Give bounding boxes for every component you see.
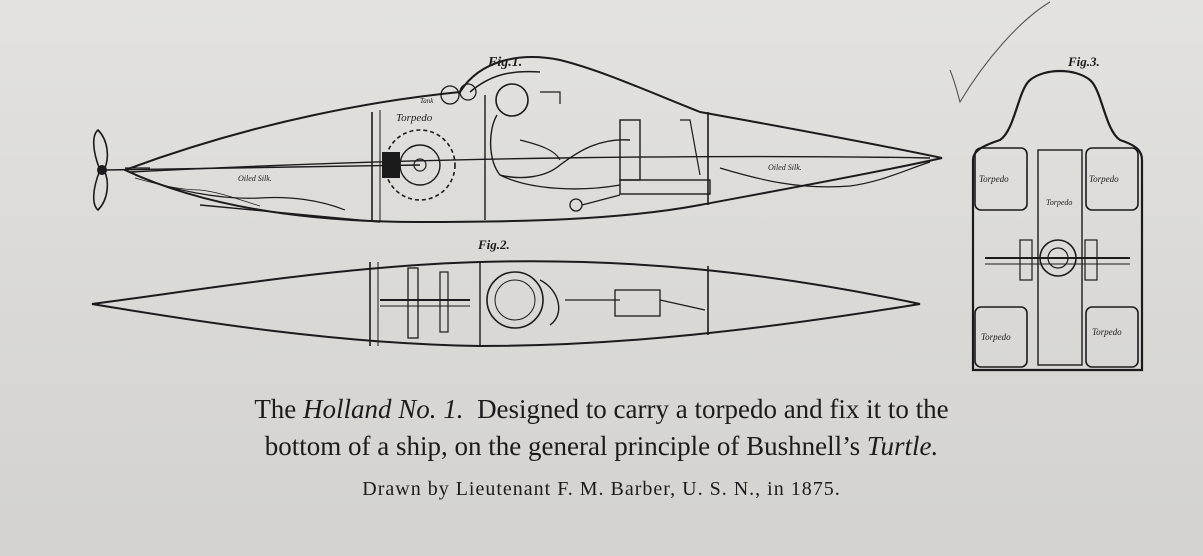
compartment-label: Torpedo xyxy=(1046,198,1072,207)
caption-line-1: The Holland No. 1. Designed to carry a t… xyxy=(254,394,949,424)
fig2-plan-view xyxy=(91,260,921,348)
fig2-label: Fig.2. xyxy=(477,237,510,252)
caption-credit: Drawn by Lieutenant F. M. Barber, U. S. … xyxy=(362,478,841,500)
oiled-silk-label-aft: Oiled Silk. xyxy=(768,163,802,172)
pencil-mark xyxy=(949,1,1051,104)
compartment-label: Torpedo xyxy=(981,332,1011,342)
caption-line-2: bottom of a ship, on the general princip… xyxy=(264,431,939,461)
compartment-label: Torpedo xyxy=(1092,327,1122,337)
oiled-silk-label-fwd: Oiled Silk. xyxy=(238,174,272,183)
fig1-side-view xyxy=(92,56,943,224)
turtle-name: Turtle. xyxy=(866,431,939,461)
tank-label: Tank xyxy=(420,97,434,105)
compartment-label: Torpedo xyxy=(1089,174,1119,184)
torpedo-label: Torpedo xyxy=(396,112,433,124)
fig1-label: Fig.1. xyxy=(487,55,522,70)
vessel-name: Holland No. 1. xyxy=(303,394,464,424)
fig3-cross-section xyxy=(971,70,1144,372)
fig3-label: Fig.3. xyxy=(1067,54,1100,69)
submarine-diagram: Fig.1. Fig.2. Fig.3. Torpedo Tank Oiled … xyxy=(91,1,1144,372)
compartment-label: Torpedo xyxy=(979,174,1009,184)
